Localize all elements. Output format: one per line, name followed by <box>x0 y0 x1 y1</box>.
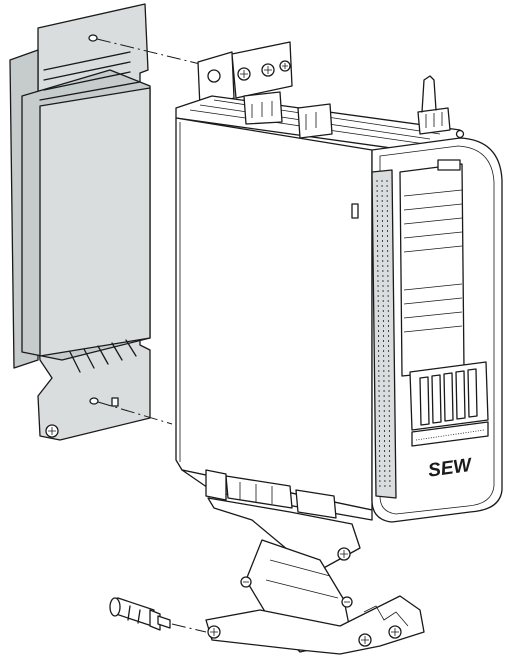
plate-slot <box>111 397 119 407</box>
panel-stripes <box>403 189 463 333</box>
alignment-line-spacer <box>171 623 207 633</box>
mounting-plate <box>9 3 151 441</box>
bracket-screw-2 <box>341 596 353 608</box>
top-plug-3 <box>417 75 451 135</box>
spacer-bolt <box>109 597 171 631</box>
plate-screw <box>45 424 59 438</box>
top-plug-2 <box>297 103 333 139</box>
drive-unit: SEW <box>175 41 503 523</box>
clamp-screws <box>207 625 402 647</box>
alignment-line-top <box>96 38 201 65</box>
front-terminal-block <box>409 361 489 431</box>
alignment-line-bottom <box>97 401 173 425</box>
housing-left-side <box>175 117 373 511</box>
barcode-label <box>411 421 489 447</box>
plate-hole-bottom <box>89 397 99 405</box>
plate-hole-top <box>88 34 98 42</box>
heatsink-front <box>39 87 151 357</box>
front-perforation <box>371 169 397 499</box>
plate-lower-fins <box>69 339 137 373</box>
shield-bracket <box>205 497 425 655</box>
bottom-connectors <box>225 475 337 519</box>
bracket-screw-1 <box>337 547 351 561</box>
top-terminal <box>231 41 293 99</box>
bracket-screw-3 <box>240 576 252 588</box>
top-plug-1 <box>243 91 283 125</box>
plate-upper-ribs <box>39 51 141 101</box>
